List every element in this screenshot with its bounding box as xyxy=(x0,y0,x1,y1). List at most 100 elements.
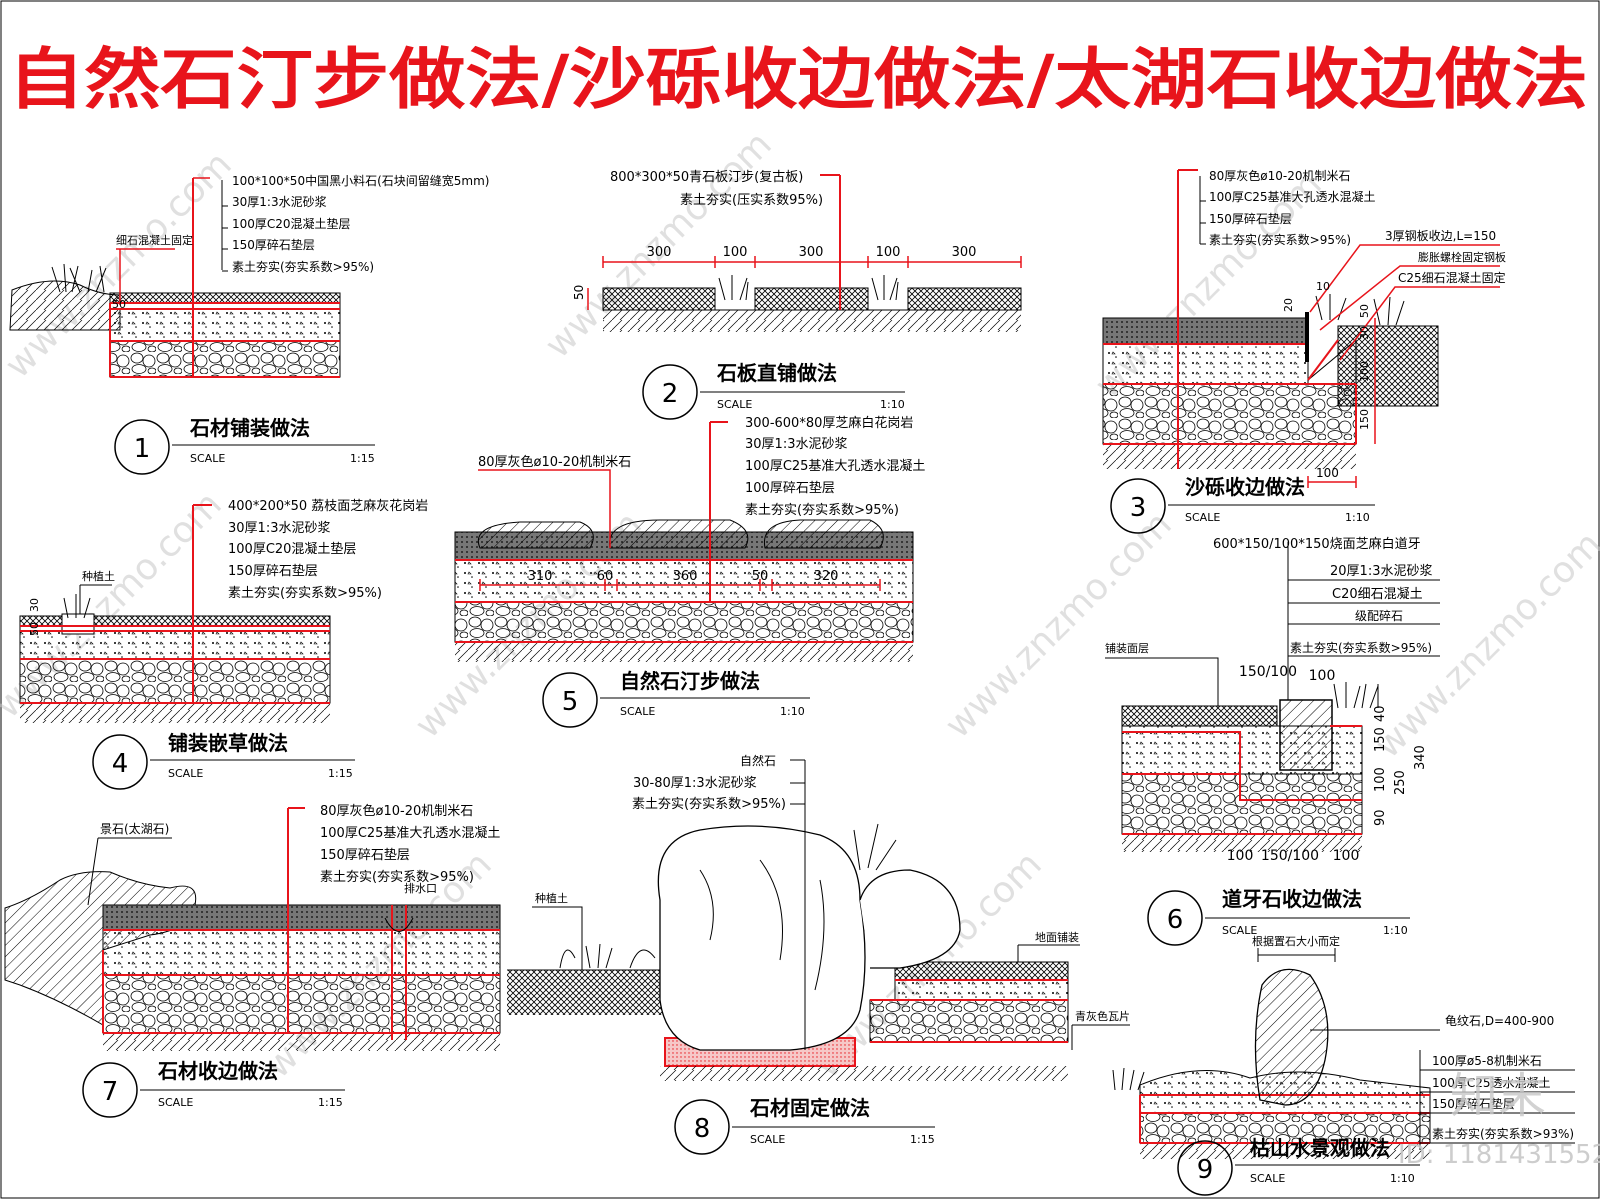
watermark-id: ID: 1181431552 xyxy=(1398,1140,1600,1170)
dimension-label: 150/100 xyxy=(1239,664,1297,680)
dimension-label: 100 xyxy=(1309,668,1336,684)
scale-label: SCALE xyxy=(1250,1172,1285,1185)
side-label: 细石混凝土固定 xyxy=(116,233,193,247)
scale-value: 1:10 xyxy=(1390,1172,1415,1185)
dimension-label: 20 xyxy=(1282,298,1295,312)
side-label: 景石(太湖石) xyxy=(100,821,169,836)
dimension-label: 360 xyxy=(673,569,698,584)
detail-title: 道牙石收边做法 xyxy=(1222,887,1362,911)
dimension-label: 150 xyxy=(1358,409,1371,430)
dimension-label: 100 xyxy=(1316,466,1339,480)
detail-8: 自然石 30-80厚1:3水泥砂浆 素土夯实(夯实系数>95%) 种植土 地面铺… xyxy=(507,753,1130,1155)
layer-label: 素土夯实(夯实系数>95%) xyxy=(1290,640,1432,655)
side-label: 种植土 xyxy=(535,891,568,905)
layer-label: 150厚碎石垫层 xyxy=(228,563,318,579)
side-label: 根据置石大小而定 xyxy=(1252,934,1340,948)
scale-label: SCALE xyxy=(1185,511,1220,524)
layer-label: 素土夯实(夯实系数>95%) xyxy=(1209,232,1351,247)
detail-title: 铺装嵌草做法 xyxy=(168,731,288,755)
dimension-label: 300 xyxy=(799,245,824,260)
layer-label: 级配碎石 xyxy=(1355,608,1403,623)
layer-label: 素土夯实(夯实系数>93%) xyxy=(1432,1126,1574,1141)
side-label: 种植土 xyxy=(82,569,115,583)
side-label: 铺装面层 xyxy=(1105,642,1149,655)
layer-label: 素土夯实(夯实系数>95%) xyxy=(228,586,382,601)
layer-label: 600*150/100*150烧面芝麻白道牙 xyxy=(1213,536,1421,552)
layer-label: 80厚灰色ø10-20机制米石 xyxy=(320,803,473,819)
dimension-label: 100 xyxy=(1358,361,1371,382)
scale-label: SCALE xyxy=(620,705,655,718)
detail-title: 沙砾收边做法 xyxy=(1185,475,1305,499)
page-title: 自然石汀步做法/沙砾收边做法/太湖石收边做法 xyxy=(8,41,1588,118)
detail-7: 80厚灰色ø10-20机制米石 100厚C25基准大孔透水混凝土 150厚碎石垫… xyxy=(4,803,501,1118)
side-label: 青灰色瓦片 xyxy=(1075,1009,1130,1023)
dimension-label: 150 xyxy=(1373,727,1388,752)
layer-label: 150厚碎石垫层 xyxy=(1432,1096,1515,1111)
layer-label: 400*200*50 荔枝面芝麻灰花岗岩 xyxy=(228,498,428,514)
layer-label: 800*300*50青石板汀步(复古板) xyxy=(610,170,803,185)
dimension-label: 100 xyxy=(1373,767,1388,792)
layer-label: 素土夯实(夯实系数>95%) xyxy=(320,870,474,885)
side-label: 排水口 xyxy=(404,881,437,895)
scale-value: 1:15 xyxy=(910,1133,935,1146)
layer-label: 100厚C20混凝土垫层 xyxy=(228,541,356,557)
detail-2: 300 100 300 100 300 50 800*300*50青石板汀步(复… xyxy=(572,170,1022,420)
scale-value: 1:15 xyxy=(318,1096,343,1109)
dimension-label: 340 xyxy=(1413,745,1428,770)
layer-label: 30厚1:3水泥砂浆 xyxy=(228,521,330,536)
detail-number: 3 xyxy=(1130,493,1147,523)
layer-label: 80厚灰色ø10-20机制米石 xyxy=(1209,169,1350,183)
side-label: 80厚灰色ø10-20机制米石 xyxy=(478,454,631,470)
dimension-label: 100 xyxy=(1333,848,1360,864)
detail-title: 枯山水景观做法 xyxy=(1250,1136,1390,1160)
detail-5: 310 60 360 50 320 300-600*80厚芝麻白花岗岩 30厚1… xyxy=(454,415,925,728)
detail-3: 80厚灰色ø10-20机制米石 100厚C25基准大孔透水混凝土 150厚碎石垫… xyxy=(1102,169,1506,534)
detail-number: 2 xyxy=(662,379,679,409)
layer-label: 100*100*50中国黑小料石(石块间留缝宽5mm) xyxy=(232,173,489,188)
detail-title: 自然石汀步做法 xyxy=(620,669,760,693)
dimension-label: 50 xyxy=(112,298,126,311)
dimension-label: 100 xyxy=(1227,848,1254,864)
dimension-label: 50 xyxy=(28,622,41,636)
scale-label: SCALE xyxy=(1222,924,1257,937)
detail-1: 100*100*50中国黑小料石(石块间留缝宽5mm) 30厚1:3水泥砂浆 1… xyxy=(9,173,489,475)
dimension-label: 50 xyxy=(752,569,769,584)
layer-label: 素土夯实(夯实系数>95%) xyxy=(232,259,374,274)
detail-number: 1 xyxy=(134,434,151,464)
detail-number: 6 xyxy=(1167,905,1184,935)
layer-label: 100厚C25基准大孔透水混凝土 xyxy=(1209,189,1376,204)
detail-number: 9 xyxy=(1197,1155,1214,1185)
dimension-label: 90 xyxy=(1373,809,1388,826)
scale-value: 1:10 xyxy=(1345,511,1370,524)
layer-label: 素土夯实(压实系数95%) xyxy=(680,193,823,208)
layer-label: 100厚C25基准大孔透水混凝土 xyxy=(320,825,500,841)
detail-title: 石板直铺做法 xyxy=(716,361,837,385)
dimension-label: 100 xyxy=(723,245,748,260)
side-label: 3厚钢板收边,L=150 xyxy=(1385,229,1496,243)
layer-label: 100厚碎石垫层 xyxy=(745,480,835,496)
scale-label: SCALE xyxy=(190,452,225,465)
dimension-label: 30 xyxy=(28,598,41,612)
side-label: 膨胀螺栓固定钢板 xyxy=(1418,250,1506,264)
detail-6: 600*150/100*150烧面芝麻白道牙 20厚1:3水泥砂浆 C20细石混… xyxy=(1105,536,1440,946)
layer-label: 150厚碎石垫层 xyxy=(1209,211,1292,226)
dimension-label: 60 xyxy=(597,569,614,584)
scale-label: SCALE xyxy=(717,398,752,411)
detail-title: 石材固定做法 xyxy=(749,1096,870,1120)
scale-label: SCALE xyxy=(158,1096,193,1109)
scale-label: SCALE xyxy=(750,1133,785,1146)
dimension-label: 300 xyxy=(647,245,672,260)
layer-label: 100厚ø5-8机制米石 xyxy=(1432,1054,1542,1068)
layer-label: 20厚1:3水泥砂浆 xyxy=(1330,564,1432,579)
layer-label: 龟纹石,D=400-900 xyxy=(1445,1014,1554,1028)
layer-label: 素土夯实(夯实系数>95%) xyxy=(745,503,899,518)
dimension-label: 150/100 xyxy=(1261,848,1319,864)
layer-label: 素土夯实(夯实系数>95%) xyxy=(632,797,786,812)
detail-number: 7 xyxy=(102,1077,119,1107)
layer-label: 自然石 xyxy=(740,753,776,768)
layer-label: 30-80厚1:3水泥砂浆 xyxy=(633,776,757,791)
dimension-label: 10 xyxy=(1316,280,1330,293)
layer-label: 30厚1:3水泥砂浆 xyxy=(745,437,847,452)
dimension-label: 100 xyxy=(876,245,901,260)
